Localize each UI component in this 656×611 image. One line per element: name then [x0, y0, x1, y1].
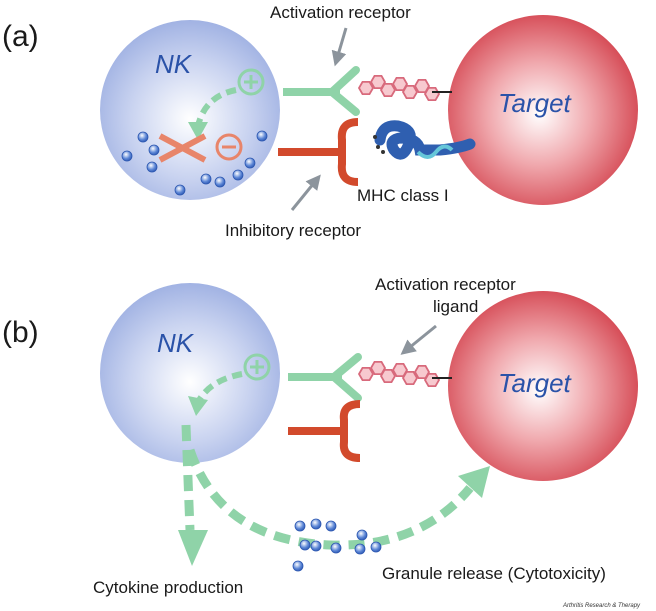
inhibitory-receptor-a [278, 118, 359, 186]
ligand-label-line1: Activation receptor [375, 275, 516, 294]
granule [299, 539, 311, 551]
panel-b-label: (b) [2, 316, 39, 349]
granule [310, 540, 322, 552]
activation-receptor-b [288, 353, 362, 402]
nk-cell-a [100, 20, 280, 200]
granule [146, 161, 158, 173]
granule-release-label: Granule release (Cytotoxicity) [382, 564, 606, 583]
ligand-hexagon [423, 87, 441, 101]
activation-signal-plus-icon-b [243, 353, 271, 381]
granules-b [292, 518, 382, 572]
granule [137, 131, 149, 143]
cytokine-production-label: Cytokine production [93, 578, 243, 597]
granule [356, 529, 368, 541]
panel-a-label: (a) [2, 20, 39, 53]
inhibitory-receptor-label: Inhibitory receptor [225, 221, 361, 240]
granule [232, 169, 244, 181]
inhibitory-signal-minus-icon [215, 133, 243, 161]
mhc-class-i-label: MHC class I [357, 186, 449, 205]
blocked-signal-cross-icon [158, 133, 207, 163]
granule [370, 541, 382, 553]
source-credit: Arthritis Research & Therapy [562, 603, 641, 609]
granule [214, 176, 226, 188]
cytokine-pathway [181, 424, 195, 531]
granule [354, 543, 366, 555]
nk-cell-b [100, 283, 280, 463]
activation-receptor-label-a: Activation receptor [270, 3, 411, 22]
nk-label-a: NK [155, 49, 193, 79]
ligand-hexagon [357, 367, 375, 381]
granule [325, 520, 337, 532]
granule [174, 184, 186, 196]
activation-ligand-a [357, 75, 441, 101]
ligand-hexagon [401, 85, 419, 99]
granule [121, 150, 133, 162]
inhibitory-receptor-b [288, 400, 361, 462]
granule [294, 520, 306, 532]
activation-arrowhead-a [188, 122, 208, 140]
pointer-arrow-activation-a [331, 27, 348, 67]
ligand-hexagon [379, 83, 397, 97]
granule [310, 518, 322, 530]
ligand-label-line2: ligand [433, 297, 478, 316]
granule-release-pathway [185, 448, 474, 550]
granule [256, 130, 268, 142]
granule [200, 173, 212, 185]
target-cell-a [448, 15, 638, 205]
activation-receptor-a [283, 66, 360, 116]
mhc-class-i-molecule [373, 120, 476, 160]
activation-signal-plus-icon [237, 68, 265, 96]
granule [330, 542, 342, 554]
target-label-a: Target [498, 88, 573, 118]
granules-a [121, 130, 268, 196]
ligand-hexagon [357, 81, 375, 95]
ligand-hexagon [379, 369, 397, 383]
granule [148, 144, 160, 156]
ligand-hexagon [401, 371, 419, 385]
activation-ligand-b [357, 361, 441, 387]
pointer-arrow-ligand [400, 324, 437, 355]
activation-arrowhead-b [188, 396, 208, 416]
target-cell-b [448, 291, 638, 481]
granule-release-arrowhead [458, 466, 490, 498]
ligand-hexagon [423, 373, 441, 387]
pointer-arrow-inhibitory [290, 174, 321, 211]
cytokine-arrowhead [178, 530, 208, 566]
activation-signal-path-a [195, 87, 237, 127]
granule [244, 157, 256, 169]
nk-label-b: NK [157, 328, 195, 358]
target-label-b: Target [498, 368, 573, 398]
granule [292, 560, 304, 572]
